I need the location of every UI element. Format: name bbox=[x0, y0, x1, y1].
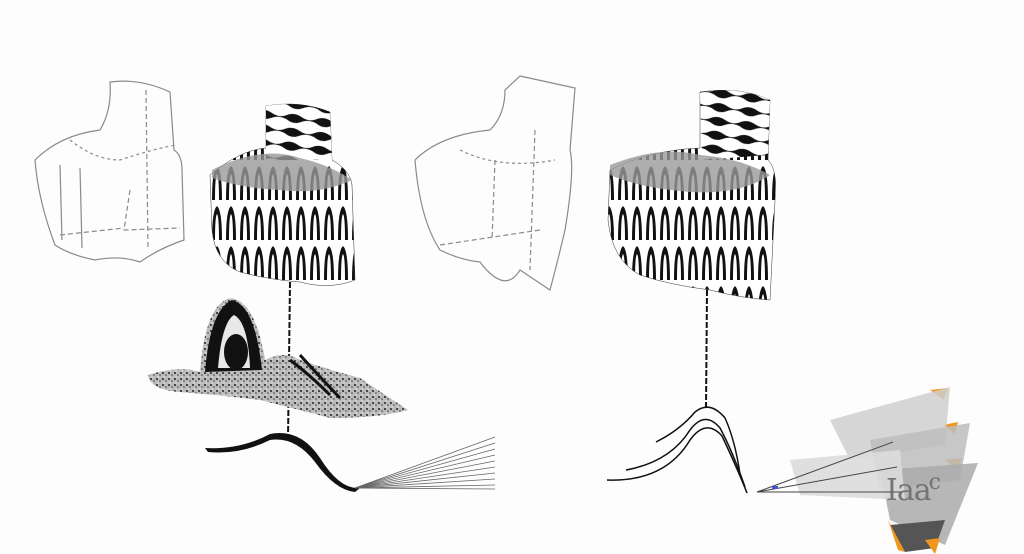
stem-1 bbox=[287, 281, 291, 441]
logo-suffix: c bbox=[928, 470, 941, 495]
noise-terrain bbox=[148, 298, 408, 418]
iaac-logo: Iaac bbox=[886, 470, 941, 508]
zebra-chair-2 bbox=[607, 89, 776, 301]
wireframe-chair-2 bbox=[414, 75, 576, 291]
zebra-chair-1 bbox=[209, 103, 356, 286]
triple-curve bbox=[606, 406, 748, 494]
stem-2 bbox=[705, 289, 708, 409]
ribbon-curve bbox=[205, 433, 496, 492]
logo-main: Iaa bbox=[886, 473, 932, 508]
layered-planes bbox=[756, 387, 978, 554]
wireframe-chair-1 bbox=[34, 80, 185, 263]
